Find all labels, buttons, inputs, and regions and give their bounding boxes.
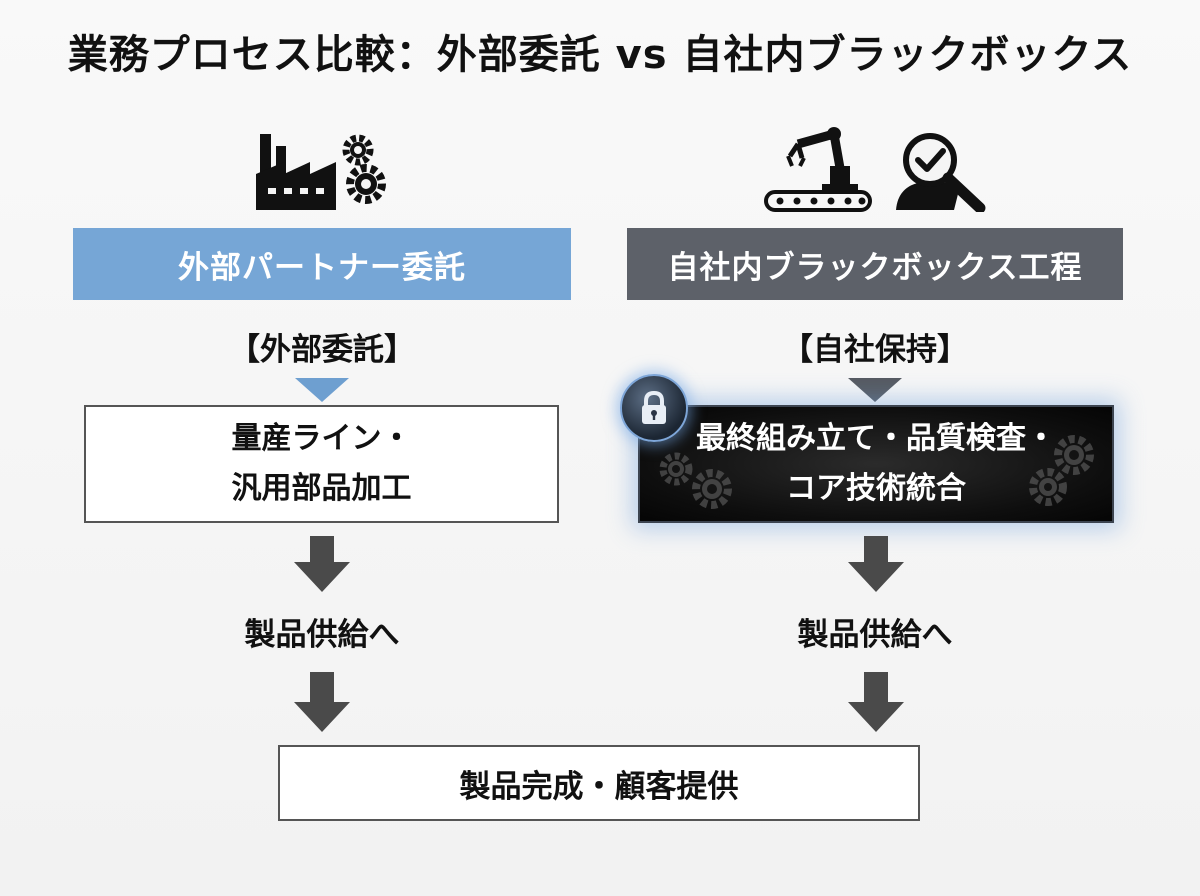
down-arrow-icon <box>294 672 350 732</box>
in-house-banner: 自社内ブラックボックス工程 <box>627 228 1123 300</box>
in-house-label: 【自社保持】 <box>782 332 968 368</box>
right-down-triangle <box>848 378 902 402</box>
down-arrow-icon <box>848 672 904 732</box>
lock-icon <box>620 374 688 442</box>
down-arrow-icon <box>294 536 350 592</box>
right-step-label: 製品供給へ <box>797 617 953 653</box>
page-title: 業務プロセス比較：外部委託 vs 自社内ブラックボックス <box>67 32 1133 78</box>
process-line: 最終組み立て・品質検査・ <box>696 421 1056 456</box>
outsourcing-banner: 外部パートナー委託 <box>73 228 571 300</box>
process-line: コア技術統合 <box>786 471 966 506</box>
inspection-magnifier-icon <box>896 133 986 212</box>
outsourcing-process-box: 量産ライン・ 汎用部品加工 <box>84 405 559 523</box>
gears-icon <box>1029 435 1094 506</box>
down-arrow-icon <box>848 536 904 592</box>
black-box-process-box: 最終組み立て・品質検査・ コア技術統合 <box>638 405 1114 523</box>
final-result-box: 製品完成・顧客提供 <box>278 745 920 821</box>
process-line: 汎用部品加工 <box>231 471 412 506</box>
process-line: 量産ライン・ <box>231 421 412 456</box>
left-down-triangle <box>295 378 349 402</box>
gears-icon <box>659 452 732 509</box>
outsourcing-label: 【外部委託】 <box>229 332 415 368</box>
left-step-label: 製品供給へ <box>244 617 400 653</box>
factory-icon <box>256 134 386 210</box>
robot-arm-conveyor-icon <box>764 127 872 212</box>
gears-icon <box>342 134 374 166</box>
